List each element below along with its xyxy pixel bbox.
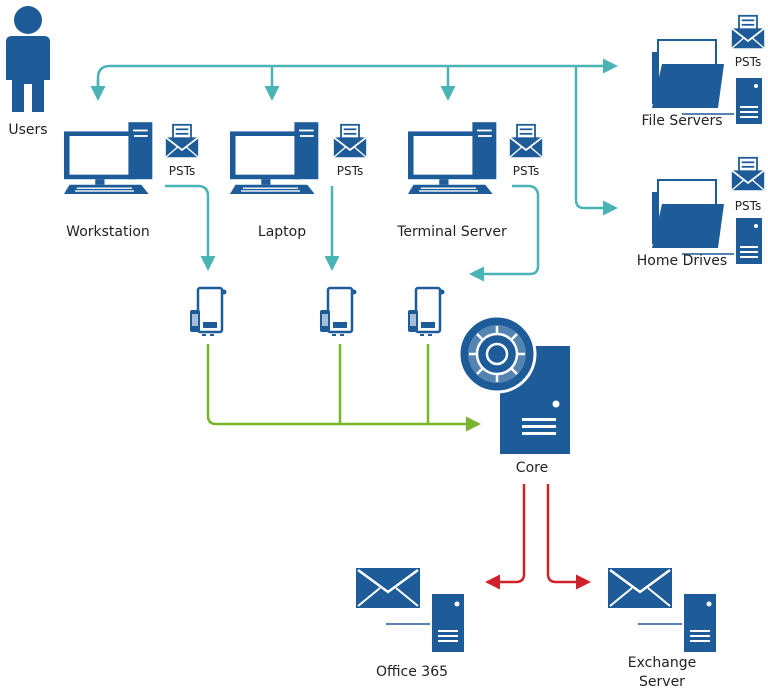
pst-envelope-icon [332, 123, 368, 159]
laptop-label: Laptop [258, 224, 306, 240]
laptop-pst-label: PSTs [337, 164, 363, 178]
exchange-label-line2: Server [639, 674, 685, 690]
desktop-computer-icon [64, 122, 153, 194]
folder-server-icon [652, 39, 763, 124]
pst-envelope-icon [164, 123, 200, 159]
terminal-server-label: Terminal Server [396, 224, 507, 240]
workstation-label: Workstation [66, 224, 150, 240]
home-drives-node: PSTs Home Drives [637, 156, 766, 269]
home-drives-label: Home Drives [637, 253, 727, 269]
file-servers-pst-label: PSTs [735, 55, 761, 69]
red-flow-lines [485, 484, 591, 590]
office365-node: Office 365 [356, 568, 466, 680]
desktop-computer-icon [230, 122, 319, 194]
users-label: Users [8, 122, 47, 138]
agents-group [188, 286, 446, 338]
users-node: Users [6, 6, 50, 138]
vault-server-icon [457, 314, 570, 454]
file-servers-node: PSTs File Servers [641, 14, 766, 129]
workstation-node: PSTs Workstation [64, 122, 200, 240]
core-label: Core [516, 460, 548, 476]
agent-device-icon [406, 286, 446, 338]
green-flow-lines [206, 344, 481, 432]
core-node: Core [457, 314, 570, 476]
terminal-server-pst-label: PSTs [513, 164, 539, 178]
desktop-computer-icon [408, 122, 497, 194]
exchange-server-node: Exchange Server [608, 568, 718, 690]
exchange-label-line1: Exchange [628, 655, 696, 671]
office365-label: Office 365 [376, 664, 448, 680]
agent-device-icon [318, 286, 358, 338]
mail-server-icon [608, 568, 718, 654]
home-drives-pst-label: PSTs [735, 199, 761, 213]
pst-envelope-icon [508, 123, 544, 159]
teal-flow-lines [90, 58, 618, 282]
terminal-server-node: PSTs Terminal Server [396, 122, 544, 240]
pst-envelope-icon [730, 156, 766, 192]
agent-device-icon [188, 286, 228, 338]
pst-envelope-icon [730, 14, 766, 50]
file-servers-label: File Servers [641, 113, 722, 129]
mail-server-icon [356, 568, 466, 654]
folder-server-icon [652, 179, 763, 264]
workstation-pst-label: PSTs [169, 164, 195, 178]
user-icon [6, 6, 50, 112]
laptop-node: PSTs Laptop [230, 122, 368, 240]
